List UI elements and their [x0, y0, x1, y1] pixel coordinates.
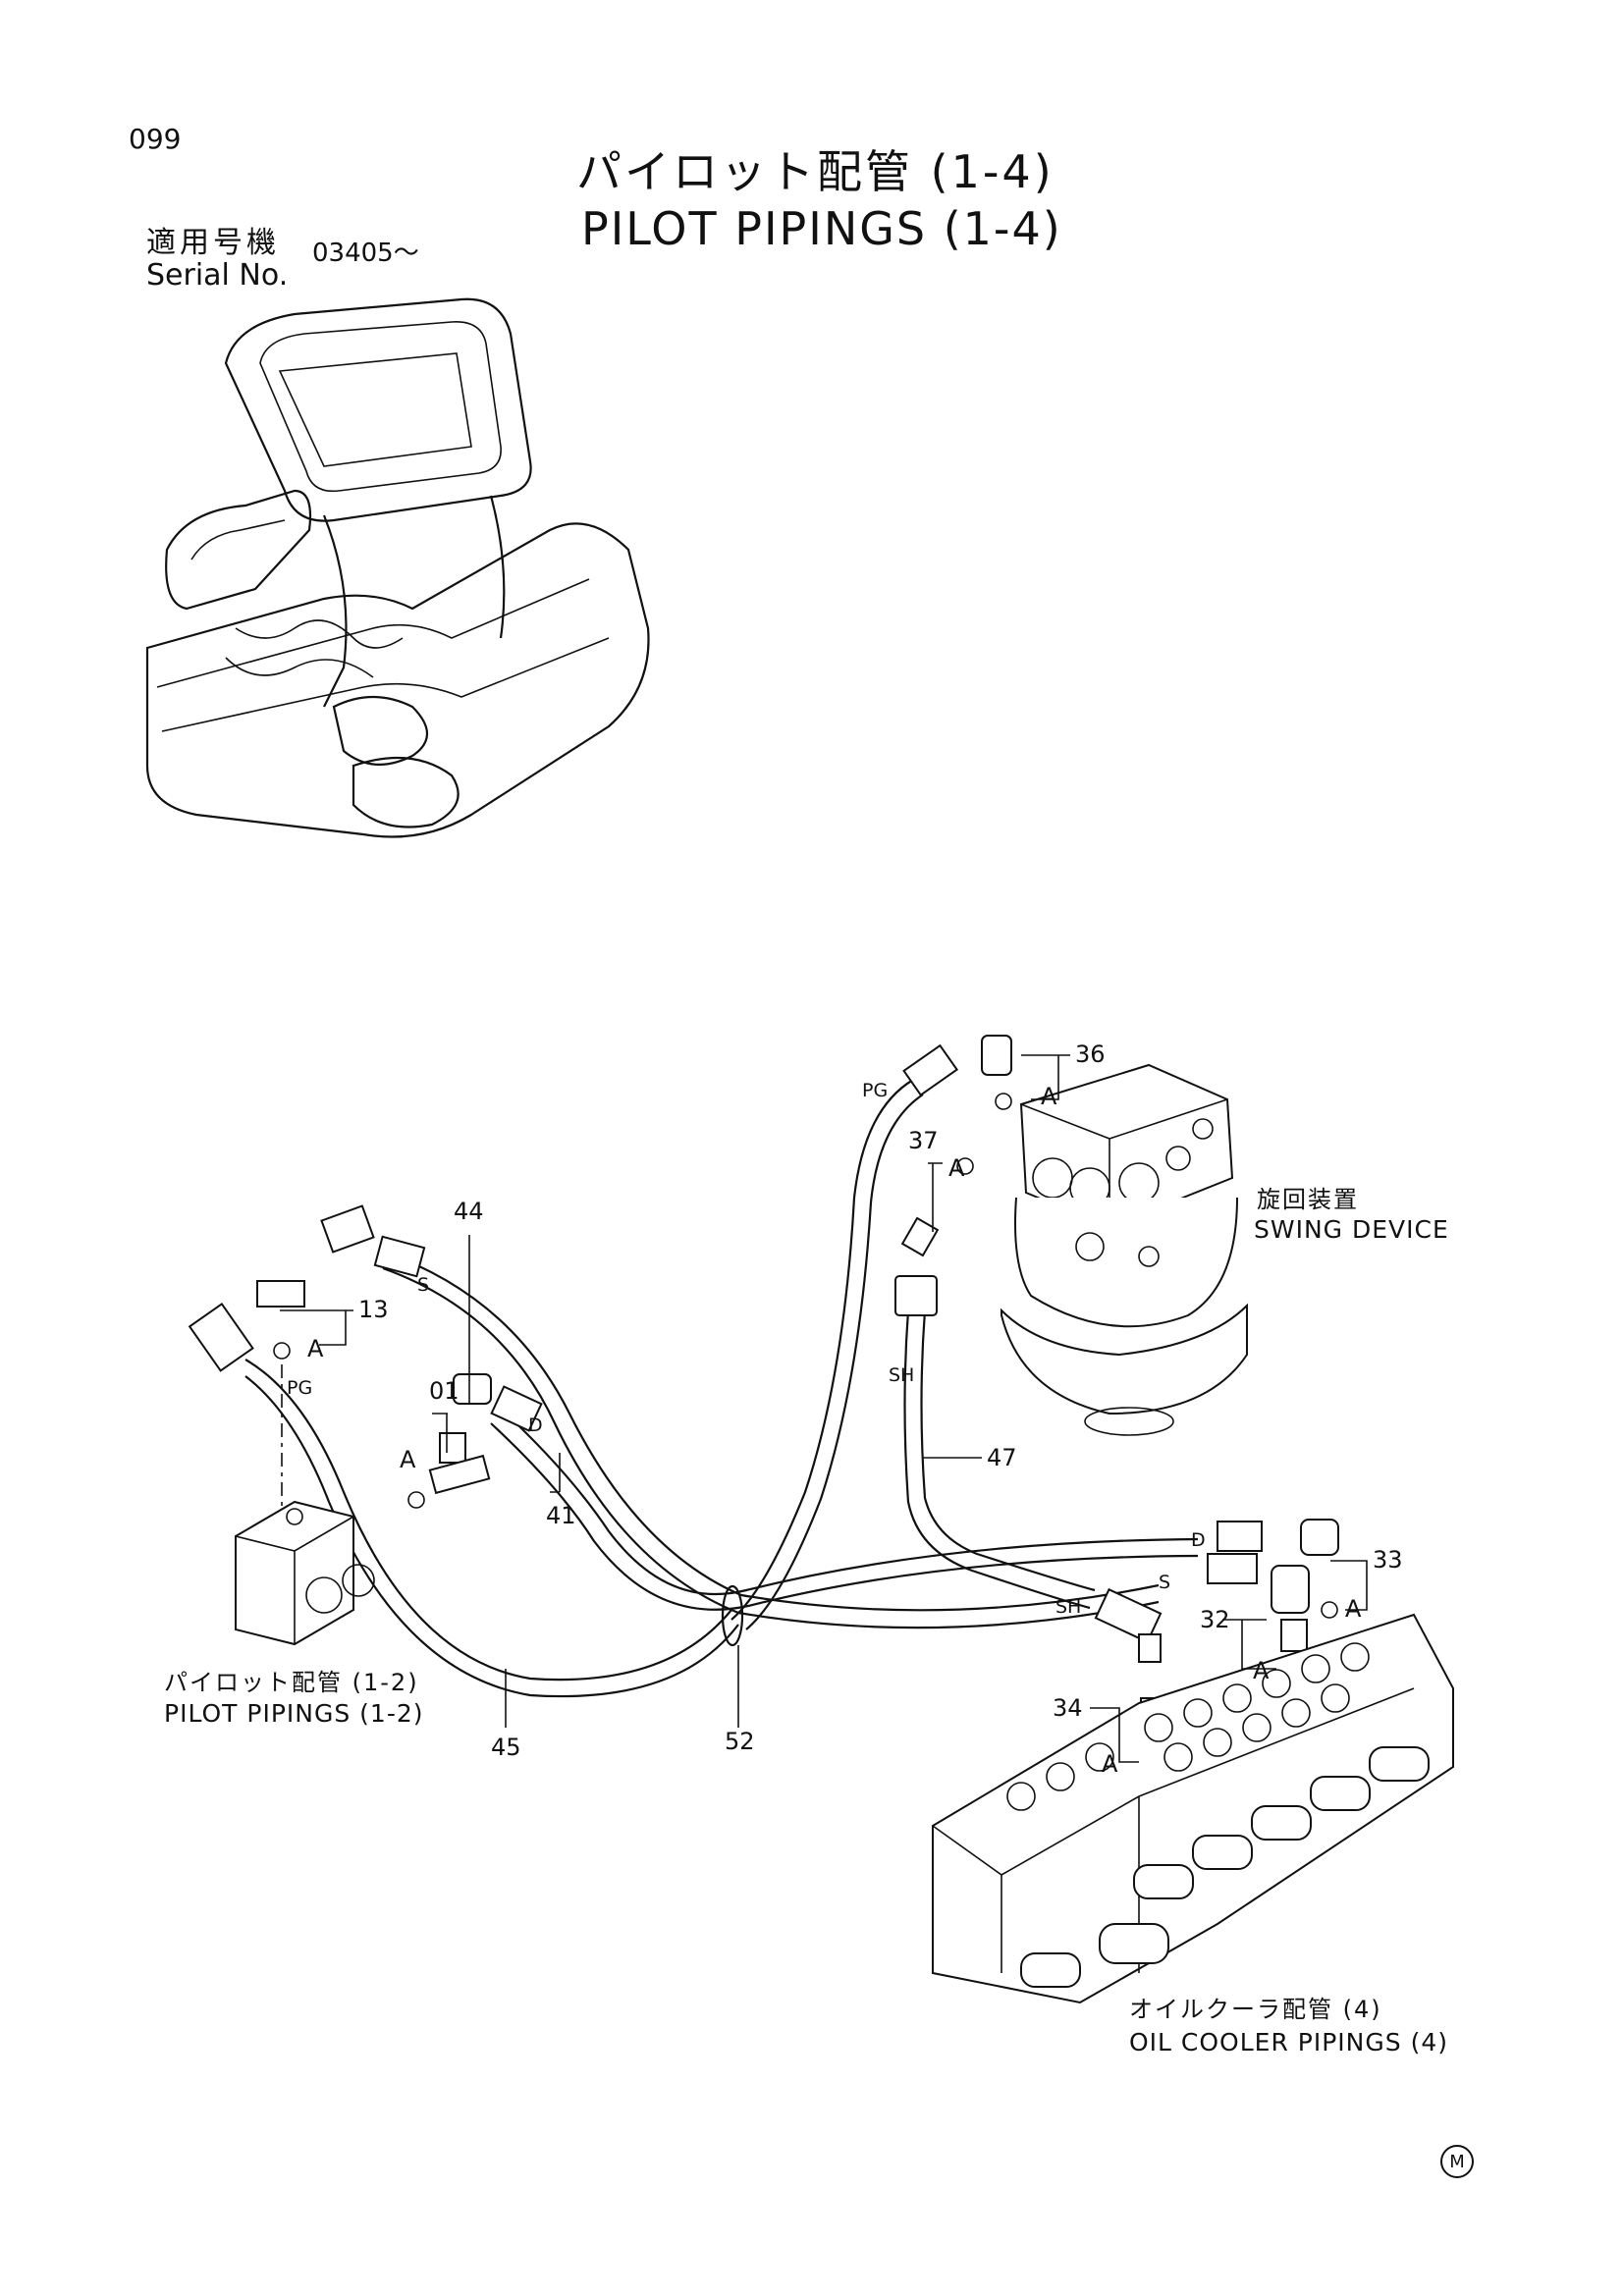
- hose-routing: [244, 1079, 1199, 1698]
- detail-a-marker: A: [948, 1154, 965, 1182]
- hose-mark-pg-top: PG: [862, 1080, 889, 1101]
- callout-52: 52: [725, 1728, 755, 1755]
- detail-a-marker: A: [1345, 1595, 1362, 1623]
- detail-a-marker: A: [400, 1446, 416, 1473]
- page-number: 099: [129, 123, 182, 155]
- detail-a-marker: A: [1041, 1083, 1057, 1110]
- callout-32: 32: [1200, 1606, 1230, 1633]
- pilot-valve-block: [235, 1364, 375, 1646]
- control-valve-illustration: [932, 1613, 1454, 2004]
- detail-a-marker: A: [307, 1335, 324, 1362]
- swing-device-label-japanese: 旋回装置: [1257, 1186, 1359, 1213]
- callout-leaders: [280, 1054, 1368, 1763]
- serial-label-japanese: 適用号機: [146, 226, 280, 260]
- fittings: [188, 1035, 1339, 1772]
- hose-mark-sh-right: SH: [1055, 1596, 1082, 1618]
- callout-01: 01: [429, 1377, 460, 1405]
- swing-device-illustration: [1001, 1063, 1248, 1436]
- callout-37: 37: [908, 1127, 939, 1154]
- hose-mark-d-right: D: [1191, 1529, 1206, 1551]
- serial-label-english: Serial No.: [146, 258, 289, 293]
- serial-number-value: 03405～: [312, 239, 419, 268]
- callout-47: 47: [987, 1444, 1017, 1471]
- page-title-japanese: パイロット配管 (1-4): [576, 145, 1055, 198]
- callout-36: 36: [1075, 1041, 1106, 1068]
- hose-mark-s-right: S: [1159, 1572, 1171, 1593]
- pilot-pipings-12-label-japanese: パイロット配管 (1-2): [164, 1669, 419, 1696]
- callout-45: 45: [491, 1734, 521, 1761]
- callout-41: 41: [546, 1502, 576, 1529]
- page-title-english: PILOT PIPINGS (1-4): [581, 202, 1062, 255]
- oil-cooler-pipings-label-japanese: オイルクーラ配管 (4): [1129, 1996, 1382, 2023]
- callout-33: 33: [1373, 1546, 1403, 1574]
- hose-mark-d-left: D: [528, 1415, 543, 1436]
- hose-mark-s-top: S: [417, 1274, 430, 1296]
- hose-mark-pg-left: PG: [287, 1377, 313, 1399]
- detail-a-marker: A: [1102, 1750, 1118, 1778]
- operator-seat-illustration: [145, 297, 650, 838]
- callout-13: 13: [358, 1296, 389, 1323]
- callout-44: 44: [454, 1198, 484, 1225]
- oil-cooler-pipings-label-english: OIL COOLER PIPINGS (4): [1129, 2028, 1448, 2056]
- hose-mark-sh-mid: SH: [889, 1364, 915, 1386]
- detail-a-marker: A: [1253, 1657, 1270, 1684]
- swing-device-label-english: SWING DEVICE: [1254, 1215, 1449, 1244]
- callout-34: 34: [1053, 1694, 1083, 1722]
- corner-mark: M: [1440, 2145, 1474, 2178]
- pilot-pipings-12-label-english: PILOT PIPINGS (1-2): [164, 1699, 424, 1728]
